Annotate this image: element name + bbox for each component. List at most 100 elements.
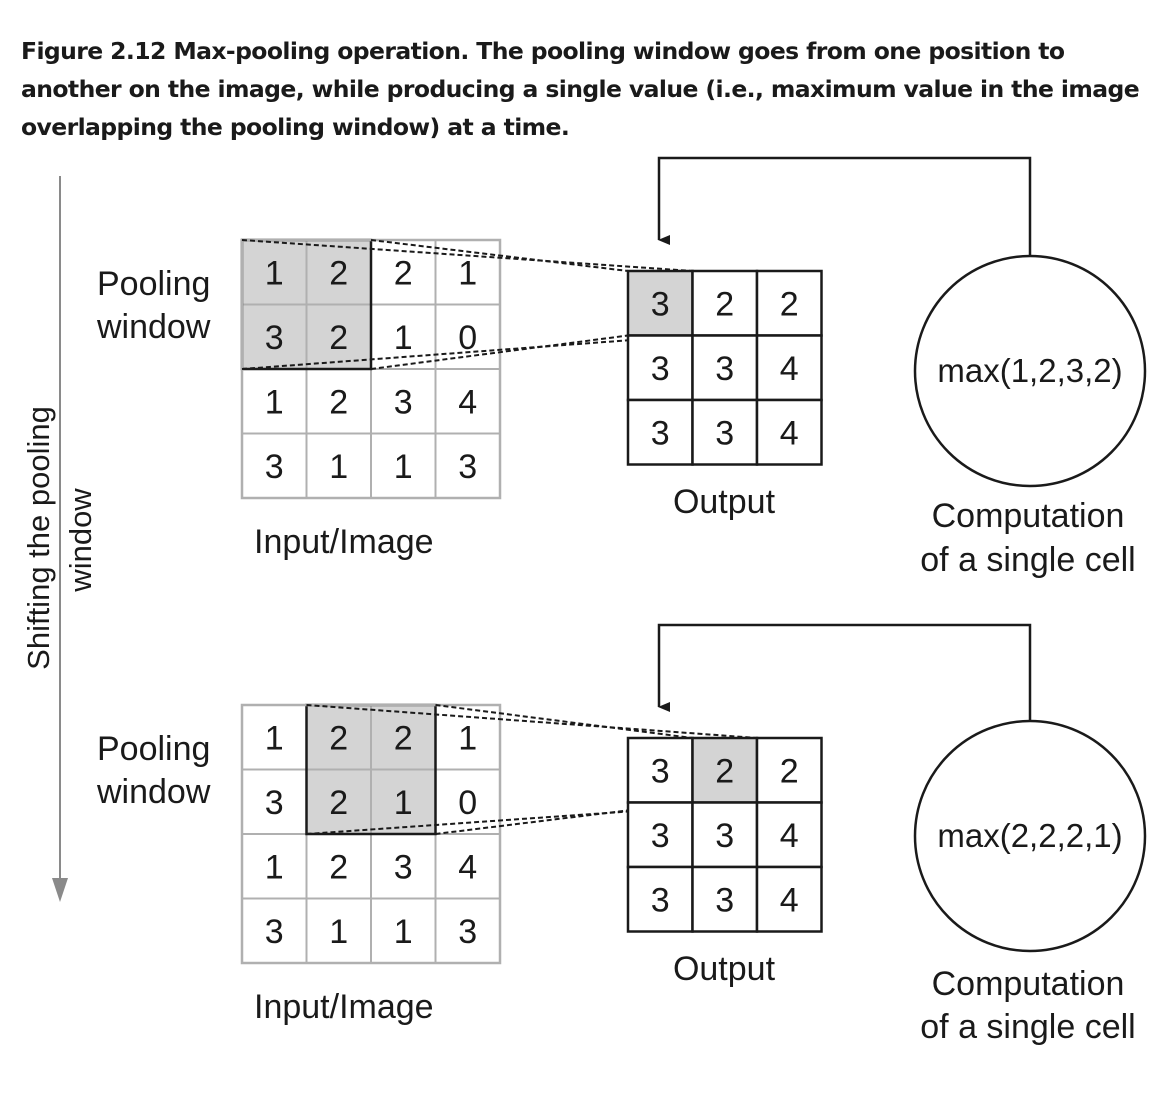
input-cell-value: 1 — [394, 784, 413, 822]
input-cell-value: 1 — [458, 254, 477, 292]
computation-label-line1: Computation — [932, 965, 1125, 1003]
input-cell-value: 1 — [458, 719, 477, 757]
output-cell — [691, 865, 759, 933]
input-cell-value: 2 — [394, 254, 413, 292]
connector-bottom-inner — [435, 801, 693, 835]
shift-label-line1: Shifting the pooling — [21, 406, 56, 670]
computation-label-line2: of a single cell — [920, 541, 1135, 579]
computation-circle — [913, 719, 1147, 953]
input-cell — [305, 432, 372, 499]
input-cell-value: 3 — [394, 383, 413, 421]
computation-label-line1: Computation — [932, 497, 1125, 535]
output-cell — [755, 865, 823, 933]
output-cell-value: 2 — [780, 285, 799, 323]
input-cell — [241, 432, 308, 499]
input-cell-value: 4 — [458, 383, 477, 421]
output-cell-value: 2 — [715, 285, 734, 323]
input-cell-value: 2 — [329, 848, 348, 886]
input-cell-value: 1 — [265, 719, 284, 757]
output-cell-value: 4 — [780, 414, 799, 452]
input-cell-value: 1 — [394, 448, 413, 486]
input-cell — [305, 368, 372, 435]
output-cell — [755, 398, 823, 466]
input-cell-value: 2 — [329, 319, 348, 357]
input-cell-value: 3 — [458, 913, 477, 951]
output-cell-value: 4 — [780, 350, 799, 388]
pooling-window-label-line2: window — [96, 308, 211, 346]
input-cell — [241, 833, 308, 900]
input-cell-value: 2 — [329, 784, 348, 822]
input-cell-value: 4 — [458, 848, 477, 886]
input-cell-value: 2 — [329, 383, 348, 421]
pooling-window-label-line2: window — [96, 773, 211, 811]
output-cell-value: 3 — [715, 817, 734, 855]
output-cell-value: 3 — [651, 817, 670, 855]
input-cell-value: 1 — [265, 383, 284, 421]
input-cell-value: 1 — [265, 848, 284, 886]
input-cell-value: 3 — [265, 319, 284, 357]
feedback-arrow-line — [657, 156, 1032, 256]
output-cell-value: 3 — [715, 350, 734, 388]
input-cell-value: 3 — [394, 848, 413, 886]
input-cell-highlighted — [241, 303, 308, 370]
input-cell-value: 1 — [265, 254, 284, 292]
shift-arrow-head — [52, 878, 68, 902]
output-cell-value: 3 — [715, 414, 734, 452]
connector-bottom-outer — [241, 334, 693, 370]
computation-formula: max(1,2,3,2) — [937, 352, 1122, 389]
input-cell-value: 0 — [458, 784, 477, 822]
input-cell-value: 0 — [458, 319, 477, 357]
pooling-window-label-line1: Pooling — [97, 730, 210, 768]
input-label: Input/Image — [254, 988, 434, 1026]
output-label: Output — [673, 483, 776, 521]
input-cell — [434, 368, 501, 435]
connector-top-outer — [306, 704, 758, 739]
output-cell-value: 3 — [651, 752, 670, 790]
figure-caption: Figure 2.12 Max-pooling operation. The p… — [21, 37, 1140, 141]
output-cell-value: 4 — [780, 881, 799, 919]
output-cell — [691, 398, 759, 466]
output-cell-value: 2 — [715, 752, 734, 790]
output-cell — [626, 736, 694, 804]
input-cell-highlighted — [241, 239, 308, 306]
input-cell-value: 3 — [458, 448, 477, 486]
output-label: Output — [673, 950, 776, 988]
window-to-output-lines — [241, 239, 693, 370]
computation-circle — [913, 254, 1147, 488]
input-cell-value: 1 — [329, 448, 348, 486]
output-cell-value: 3 — [651, 414, 670, 452]
output-cell-value: 2 — [780, 752, 799, 790]
input-cell-value: 1 — [394, 913, 413, 951]
input-cell-value: 1 — [394, 319, 413, 357]
input-cell-value: 2 — [394, 719, 413, 757]
computation-formula: max(2,2,2,1) — [937, 817, 1122, 854]
feedback-arrow — [657, 623, 1032, 722]
output-cell — [691, 269, 759, 337]
input-cell-value: 3 — [265, 913, 284, 951]
input-grid-border — [240, 703, 502, 965]
output-cell-value: 4 — [780, 817, 799, 855]
input-cell-value: 2 — [329, 719, 348, 757]
input-cell — [241, 897, 308, 964]
output-cell — [755, 334, 823, 402]
computation-label-line2: of a single cell — [920, 1008, 1135, 1046]
feedback-arrow — [657, 156, 1032, 256]
output-cell-value: 3 — [651, 350, 670, 388]
shift-label-line2: window — [63, 488, 98, 593]
input-label: Input/Image — [254, 523, 434, 561]
input-cell — [370, 432, 437, 499]
connector-top-inner — [435, 704, 693, 739]
connector-top-outer — [241, 239, 693, 272]
pooling-window-label-line1: Pooling — [97, 265, 210, 303]
output-cell-value: 3 — [651, 881, 670, 919]
connector-bottom-inner — [370, 334, 629, 370]
output-cell-highlighted — [691, 736, 759, 804]
feedback-arrow-line — [657, 623, 1032, 722]
panel-first-position: Pooling window 1 2 2 1 3 2 1 0 1 2 3 4 3 1 1 3 Input/Im… — [96, 156, 1147, 579]
